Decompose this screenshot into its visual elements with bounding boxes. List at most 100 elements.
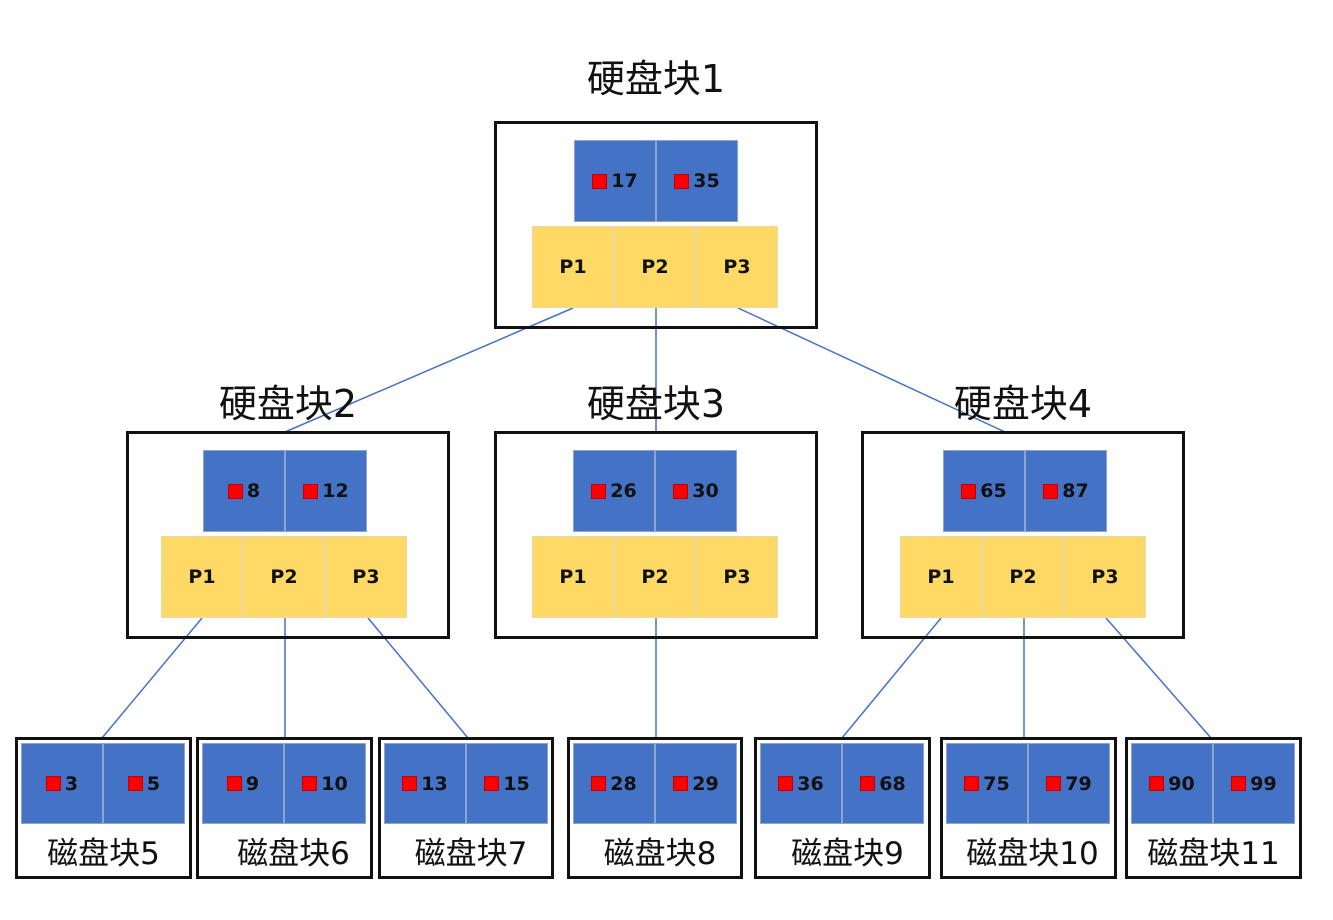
leaf-block-6-label: 磁盘块6 (237, 836, 350, 872)
key-value: 65 (980, 480, 1007, 502)
block-2-key-2: 12 (285, 450, 367, 532)
pointer-marker-icon (860, 776, 876, 791)
key-value: 87 (1062, 480, 1089, 502)
leaf-block-9: 36 68 磁盘块9 (754, 737, 931, 879)
leaf-block-5-label: 磁盘块5 (47, 836, 160, 872)
block-4-pointers: P1 P2 P3 (900, 536, 1146, 618)
key-value: 26 (610, 480, 637, 502)
leaf-key: 28 (573, 743, 655, 824)
leaf-block-8-label: 磁盘块8 (603, 836, 717, 872)
block-1-pointer-3: P3 (696, 226, 778, 308)
leaf-block-7-label: 磁盘块7 (414, 836, 528, 872)
key-value: 17 (611, 170, 638, 192)
leaf-key: 15 (466, 743, 548, 824)
leaf-block-5-keys: 3 5 (21, 743, 185, 824)
leaf-block-6: 9 10 磁盘块6 (196, 737, 373, 879)
leaf-block-10-label: 磁盘块10 (966, 836, 1099, 872)
pointer-marker-icon (674, 173, 690, 189)
leaf-block-8: 28 29 磁盘块8 (567, 737, 743, 879)
leaf-key: 29 (655, 743, 737, 824)
pointer-marker-icon (673, 776, 689, 791)
pointer-marker-icon (673, 483, 689, 499)
block-4-title: 硬盘块4 (953, 382, 1093, 426)
pointer-marker-icon (402, 776, 418, 791)
block-3-key-1: 26 (573, 450, 655, 532)
leaf-block-11: 90 99 磁盘块11 (1125, 737, 1302, 879)
key-value: 68 (879, 772, 906, 795)
pointer-marker-icon (778, 776, 794, 791)
block-1-pointers: P1 P2 P3 (532, 226, 778, 308)
pointer-marker-icon (1149, 776, 1165, 791)
key-value: 30 (692, 480, 719, 502)
key-value: 75 (983, 772, 1010, 795)
block-1-key-2: 35 (656, 140, 738, 222)
leaf-block-9-label: 磁盘块9 (791, 836, 904, 872)
leaf-block-11-label: 磁盘块11 (1147, 836, 1280, 872)
key-value: 10 (321, 772, 348, 795)
block-4-pointer-3: P3 (1064, 536, 1146, 618)
block-2-keys: 8 12 (203, 450, 367, 532)
pointer-marker-icon (1231, 776, 1247, 791)
block-3-pointers: P1 P2 P3 (532, 536, 778, 618)
key-value: 36 (797, 772, 824, 795)
leaf-block-7-keys: 13 15 (384, 743, 548, 824)
pointer-marker-icon (1043, 483, 1059, 499)
leaf-key: 13 (384, 743, 466, 824)
leaf-key: 99 (1213, 743, 1295, 824)
leaf-key: 9 (202, 743, 284, 824)
pointer-marker-icon (45, 776, 61, 791)
leaf-block-8-keys: 28 29 (573, 743, 737, 824)
key-value: 12 (322, 480, 349, 502)
block-3-title: 硬盘块3 (586, 382, 726, 426)
block-2-pointers: P1 P2 P3 (161, 536, 407, 618)
block-4-frame (861, 431, 1185, 639)
leaf-block-11-keys: 90 99 (1131, 743, 1295, 824)
block-3-frame (494, 431, 818, 639)
block-3-pointer-3: P3 (696, 536, 778, 618)
pointer-marker-icon (592, 173, 608, 189)
block-4-keys: 65 87 (943, 450, 1107, 532)
block-4-pointer-1: P1 (900, 536, 982, 618)
key-value: 90 (1168, 772, 1195, 795)
pointer-marker-icon (302, 776, 318, 791)
leaf-key: 36 (760, 743, 842, 824)
leaf-key: 90 (1131, 743, 1213, 824)
pointer-marker-icon (961, 483, 977, 499)
leaf-block-10: 75 79 磁盘块10 (940, 737, 1117, 879)
leaf-block-9-keys: 36 68 (760, 743, 924, 824)
block-4-key-1: 65 (943, 450, 1025, 532)
pointer-marker-icon (1046, 776, 1062, 791)
key-value: 13 (421, 772, 448, 795)
leaf-block-5: 3 5 磁盘块5 (15, 737, 192, 879)
block-3-key-2: 30 (655, 450, 737, 532)
key-value: 28 (610, 772, 637, 795)
block-4-pointer-2: P2 (982, 536, 1064, 618)
block-1-keys: 17 35 (574, 140, 738, 222)
block-1-pointer-2: P2 (614, 226, 696, 308)
key-value: 15 (503, 772, 530, 795)
key-value: 99 (1250, 772, 1277, 795)
leaf-block-6-keys: 9 10 (202, 743, 366, 824)
pointer-marker-icon (591, 776, 607, 791)
block-3-pointer-2: P2 (614, 536, 696, 618)
pointer-marker-icon (484, 776, 500, 791)
pointer-marker-icon (964, 776, 980, 791)
pointer-marker-icon (227, 483, 243, 499)
block-1-pointer-1: P1 (532, 226, 614, 308)
block-2-title: 硬盘块2 (218, 382, 358, 426)
block-1-title: 硬盘块1 (586, 57, 726, 101)
pointer-marker-icon (303, 483, 319, 499)
leaf-key: 68 (842, 743, 924, 824)
block-3-pointer-1: P1 (532, 536, 614, 618)
block-2-frame (126, 431, 450, 639)
leaf-block-7: 13 15 磁盘块7 (378, 737, 554, 879)
key-value: 9 (245, 772, 260, 795)
block-2-pointer-1: P1 (161, 536, 243, 618)
leaf-key: 79 (1028, 743, 1110, 824)
key-value: 3 (64, 772, 79, 795)
leaf-key: 5 (103, 743, 185, 824)
pointer-marker-icon (127, 776, 143, 791)
key-value: 29 (692, 772, 719, 795)
block-1-key-1: 17 (574, 140, 656, 222)
key-value: 35 (693, 170, 720, 192)
